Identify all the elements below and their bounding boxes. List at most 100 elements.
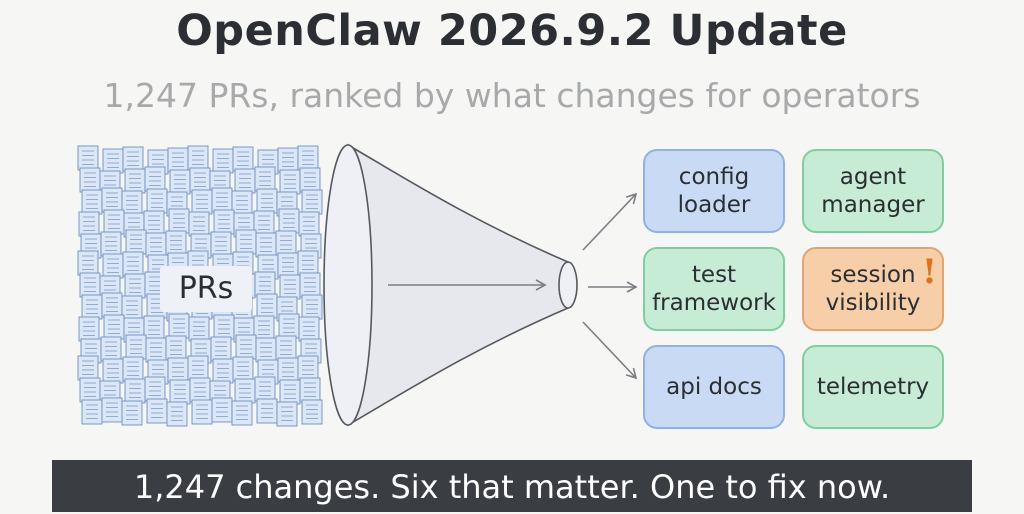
document-icon	[103, 209, 125, 235]
document-icon	[168, 208, 190, 234]
warning-exclamation-icon: !	[922, 252, 937, 292]
document-icon	[297, 145, 319, 171]
document-icon	[167, 357, 189, 383]
document-icon	[235, 334, 257, 360]
document-icon	[81, 294, 103, 320]
document-icon	[81, 189, 103, 215]
document-icon	[79, 272, 101, 298]
pr-stack-label: PRs	[160, 266, 252, 312]
document-icon	[121, 295, 143, 321]
document-icon	[298, 316, 320, 342]
document-icon	[191, 399, 213, 425]
document-icon	[301, 399, 323, 425]
document-icon	[124, 168, 146, 194]
output-card-test-framework: test framework	[643, 247, 785, 331]
document-icon	[277, 357, 299, 383]
document-icon	[188, 316, 210, 342]
document-icon	[234, 168, 256, 194]
arrow-up-icon	[582, 192, 638, 251]
document-icon	[231, 400, 253, 426]
document-icon	[299, 167, 321, 193]
document-icon	[232, 356, 254, 382]
document-icon	[144, 376, 166, 402]
document-icon	[212, 148, 234, 174]
document-icon	[124, 378, 146, 404]
card-label: session visibility	[825, 262, 921, 316]
document-icon	[278, 208, 300, 234]
document-icon	[125, 334, 147, 360]
document-icon	[275, 230, 297, 256]
document-icon	[77, 250, 99, 276]
footer-caption: 1,247 changes. Six that matter. One to f…	[52, 460, 972, 512]
document-icon	[102, 148, 124, 174]
page-title: OpenClaw 2026.9.2 Update	[176, 6, 848, 56]
document-icon	[253, 315, 275, 341]
document-icon	[101, 292, 123, 318]
funnel-spout	[558, 261, 578, 309]
document-icon	[77, 145, 99, 171]
card-label: agent manager	[821, 164, 925, 218]
output-card-telemetry: telemetry	[802, 345, 944, 429]
document-icon	[187, 145, 209, 171]
document-icon	[125, 229, 147, 255]
document-icon	[279, 274, 301, 300]
document-icon	[167, 147, 189, 173]
document-icon	[210, 231, 232, 257]
document-icon	[299, 377, 321, 403]
card-label: test framework	[652, 262, 776, 316]
document-icon	[103, 314, 125, 340]
document-icon	[78, 316, 100, 342]
document-icon	[189, 167, 211, 193]
document-icon	[277, 252, 299, 278]
document-icon	[145, 337, 167, 363]
document-icon	[169, 169, 191, 195]
document-icon	[301, 294, 323, 320]
document-icon	[145, 232, 167, 258]
card-label: api docs	[666, 374, 762, 400]
document-icon	[100, 231, 122, 257]
document-icon	[213, 314, 235, 340]
document-icon	[301, 189, 323, 215]
document-icon	[277, 147, 299, 173]
document-icon	[169, 379, 191, 405]
document-icon	[276, 401, 298, 427]
document-icon	[122, 146, 144, 172]
document-icon	[122, 251, 144, 277]
document-icon	[189, 377, 211, 403]
document-icon	[188, 211, 210, 237]
document-icon	[124, 273, 146, 299]
document-icon	[100, 336, 122, 362]
funnel-mouth	[323, 144, 373, 426]
document-icon	[297, 250, 319, 276]
document-icon	[144, 166, 166, 192]
document-icon	[256, 188, 278, 214]
document-icon	[122, 356, 144, 382]
document-icon	[102, 253, 124, 279]
document-icon	[81, 399, 103, 425]
document-icon	[121, 400, 143, 426]
document-icon	[101, 397, 123, 423]
document-icon	[191, 189, 213, 215]
output-card-api-docs: api docs	[643, 345, 785, 429]
document-icon	[143, 315, 165, 341]
document-icon	[211, 397, 233, 423]
document-icon	[211, 187, 233, 213]
document-icon	[254, 376, 276, 402]
document-icon	[255, 232, 277, 258]
document-icon	[79, 377, 101, 403]
document-icon	[187, 355, 209, 381]
document-icon	[278, 313, 300, 339]
document-icon	[212, 358, 234, 384]
document-icon	[143, 210, 165, 236]
document-icon	[231, 190, 253, 216]
arrow-down-icon	[582, 321, 638, 380]
document-icon	[102, 358, 124, 384]
document-icon	[146, 188, 168, 214]
document-icon	[166, 401, 188, 427]
document-icon	[146, 398, 168, 424]
document-icon	[255, 337, 277, 363]
document-icon	[256, 293, 278, 319]
document-icon	[165, 335, 187, 361]
page-subtitle: 1,247 PRs, ranked by what changes for op…	[103, 76, 921, 115]
